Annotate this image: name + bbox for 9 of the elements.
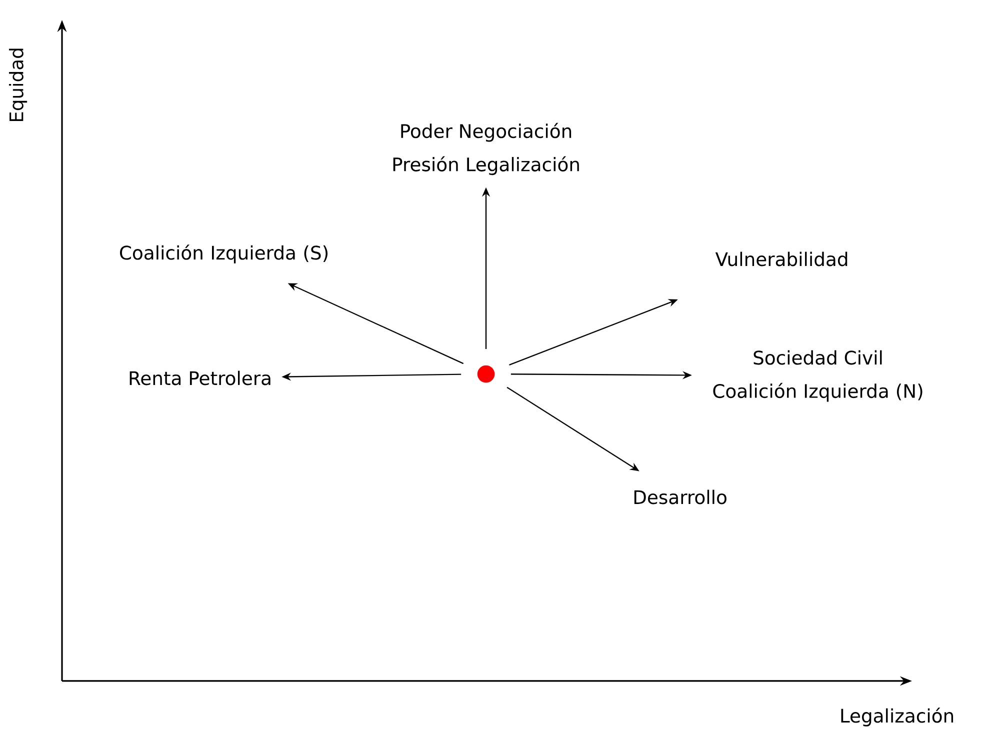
text-label: Vulnerabilidad xyxy=(715,252,848,266)
text-label: Renta Petrolera xyxy=(130,370,270,386)
text-label: Coalición Izquierda (S) xyxy=(120,244,328,264)
axis-label: Legalización xyxy=(841,708,954,726)
text-label: Desarrollo xyxy=(634,490,726,504)
dot xyxy=(477,365,495,383)
text-label: Poder Negociación Presión Legalización xyxy=(393,122,579,176)
text-label: Sociedad Civil Coalición Izquierda (N) xyxy=(713,350,922,402)
axis-label: Equidad xyxy=(8,48,28,122)
